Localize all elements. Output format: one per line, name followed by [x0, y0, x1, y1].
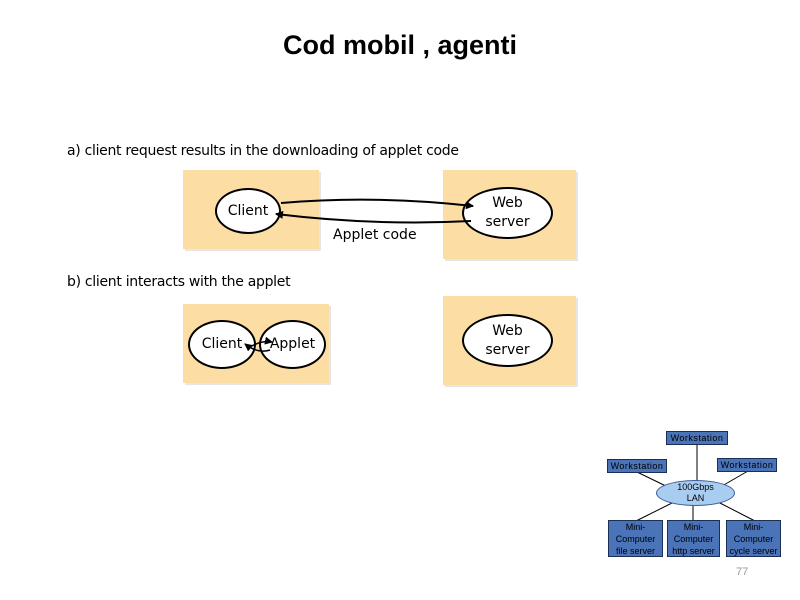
web-server-node-a: Web server — [462, 187, 553, 239]
client-node-a: Client — [215, 188, 281, 234]
web-server-label-a-line2: server — [485, 214, 530, 230]
caption-a: a) client request results in the downloa… — [67, 143, 459, 159]
mini-http-line1: Mini- — [683, 521, 704, 532]
caption-b: b) client interacts with the applet — [67, 274, 291, 290]
web-server-label-a-line1: Web — [492, 195, 523, 211]
workstation-left: Workstation — [607, 459, 667, 473]
lan-ellipse: 100Gbps LAN — [656, 480, 735, 506]
mini-file-line2: Computer — [615, 533, 656, 544]
mini-http-line3: http server — [672, 545, 715, 556]
web-server-node-b: Web server — [462, 314, 553, 367]
mini-cycle-line3: cycle server — [729, 545, 778, 556]
mini-http-line2: Computer — [673, 533, 714, 544]
applet-label-b: Applet — [269, 336, 316, 352]
client-to-applet-arrow — [249, 336, 273, 348]
client-label-a: Client — [227, 202, 269, 219]
link-cycle-server — [717, 501, 756, 522]
client-node-b: Client — [188, 320, 256, 369]
mini-computer-cycle-server: Mini- Computer cycle server — [726, 520, 781, 557]
page-number: 77 — [736, 566, 749, 578]
applet-to-client-arrow — [244, 343, 271, 352]
mini-computer-file-server: Mini- Computer file server — [608, 520, 663, 557]
mini-computer-http-server: Mini- Computer http server — [667, 520, 720, 557]
lan-label-line1: 100Gbps — [677, 482, 714, 492]
web-server-label-b-line2: server — [485, 341, 530, 358]
mini-cycle-line1: Mini- — [743, 521, 764, 532]
workstation-right: Workstation — [717, 458, 777, 472]
lan-label-line2: LAN — [686, 493, 705, 503]
mini-file-line1: Mini- — [625, 521, 646, 532]
link-right-workstation — [721, 470, 749, 487]
workstation-top: Workstation — [666, 431, 728, 445]
mini-file-line3: file server — [615, 545, 655, 556]
mini-cycle-line2: Computer — [733, 533, 774, 544]
slide-title: Cod mobil , agenti — [283, 30, 517, 60]
applet-code-arrow — [275, 210, 472, 224]
applet-code-label: Applet code — [333, 227, 417, 243]
client-label-b: Client — [201, 336, 243, 352]
web-server-label-b-line1: Web — [492, 322, 523, 339]
link-file-server — [635, 501, 675, 522]
request-arrow — [280, 198, 474, 210]
